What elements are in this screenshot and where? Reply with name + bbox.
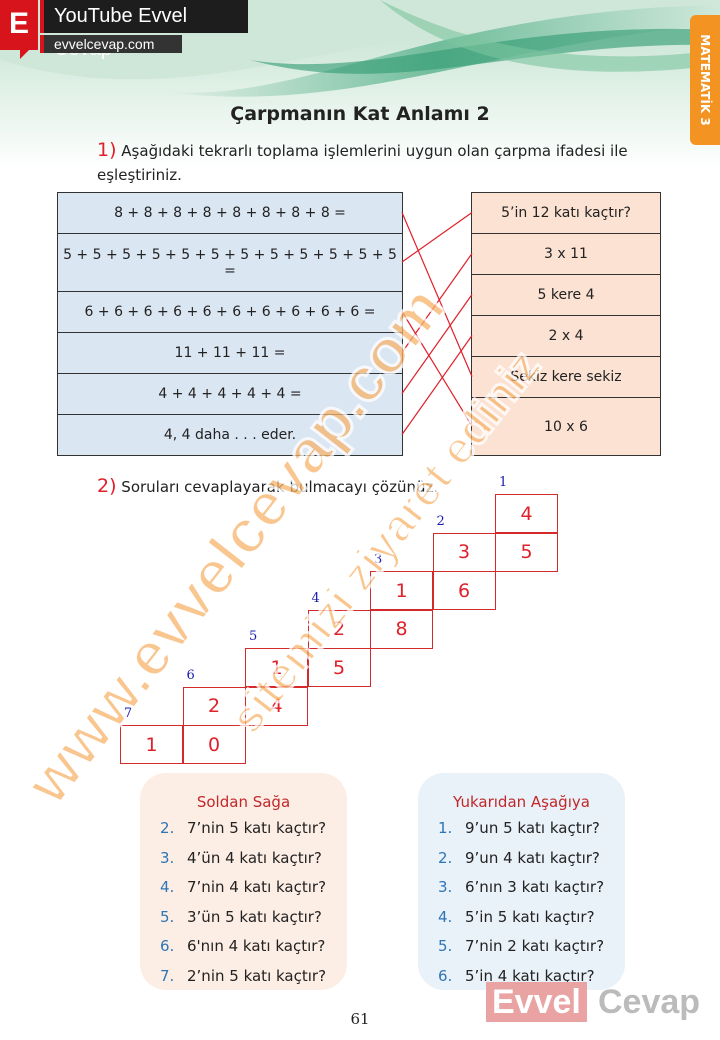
clue-item: 4. 5’in 5 katı kaçtır? xyxy=(418,908,625,938)
question-number: 2) xyxy=(97,475,117,497)
crossword-cell: 6 xyxy=(432,571,496,610)
clue-text: 6'nın 4 katı kaçtır? xyxy=(187,937,326,955)
clue-text: 7’nin 4 katı kaçtır? xyxy=(187,878,327,896)
across-clues: Soldan Sağa 2. 7’nin 5 katı kaçtır? 3. 4’ün… xyxy=(140,773,347,990)
clue-number: 1. xyxy=(438,819,453,837)
clue-number: 5. xyxy=(160,907,175,926)
match-line xyxy=(401,253,473,353)
clue-text: 7’nin 2 katı kaçtır? xyxy=(465,937,605,955)
addition-box: 8 + 8 + 8 + 8 + 8 + 8 + 8 + 8 = xyxy=(57,192,403,234)
crossword-cell: 0 xyxy=(182,725,246,764)
site-url: evvelcevap.com xyxy=(40,35,182,53)
crossword-cell: 5 xyxy=(495,532,558,572)
addition-box: 6 + 6 + 6 + 6 + 6 + 6 + 6 + 6 + 6 + 6 = xyxy=(57,291,403,333)
clue-number: 2. xyxy=(438,848,453,867)
clue-text: 9’un 5 katı kaçtır? xyxy=(465,819,600,837)
page-title: Çarpmanın Kat Anlamı 2 xyxy=(230,103,490,125)
multiplication-box: 3 x 11 xyxy=(471,233,661,275)
multiplication-box: 2 x 4 xyxy=(471,315,661,357)
addition-box: 5 + 5 + 5 + 5 + 5 + 5 + 5 + 5 + 5 + 5 + … xyxy=(57,233,403,292)
question-text: Aşağıdaki tekrarlı toplama işlemlerini u… xyxy=(97,142,628,184)
clue-item: 7. 2’nin 5 katı kaçtır? xyxy=(140,967,347,997)
clue-text: 9’un 4 katı kaçtır? xyxy=(465,848,600,867)
clue-text: 5’in 5 katı kaçtır? xyxy=(465,907,595,926)
question-text: Soruları cevaplayarak bulmacayı çözünüz. xyxy=(121,478,439,496)
clue-number: 6. xyxy=(160,937,175,955)
clue-item: 3. 4’ün 4 katı kaçtır? xyxy=(140,849,347,879)
down-title: Yukarıdan Aşağıya xyxy=(453,793,590,811)
clue-item: 5. 3’ün 5 katı kaçtır? xyxy=(140,908,347,938)
question-number: 1) xyxy=(97,139,117,161)
clue-number: 7. xyxy=(160,966,175,985)
match-line xyxy=(401,212,473,263)
clue-item: 1. 9’un 5 katı kaçtır? xyxy=(418,819,625,849)
clue-number: 4. xyxy=(160,878,175,896)
clue-item: 6. 6'nın 4 katı kaçtır? xyxy=(140,937,347,967)
crossword-cell: 8 xyxy=(370,609,433,649)
clue-text: 3’ün 5 katı kaçtır? xyxy=(187,907,322,926)
clue-number: 5. xyxy=(438,937,453,955)
clue-number: 4 xyxy=(311,590,320,606)
crossword-cell: 3 xyxy=(432,532,496,572)
addition-box: 4, 4 daha . . . eder. xyxy=(57,414,403,456)
match-line xyxy=(401,335,473,435)
addition-box: 11 + 11 + 11 = xyxy=(57,332,403,374)
clue-text: 2’nin 5 katı kaçtır? xyxy=(187,966,327,985)
crossword-cell: 4 xyxy=(495,494,558,533)
clue-number: 3. xyxy=(438,878,453,896)
clue-number: 2. xyxy=(160,819,175,837)
multiplication-box: 10 x 6 xyxy=(471,397,661,456)
crossword-cell: 5 xyxy=(307,648,371,687)
down-clues: Yukarıdan Aşağıya 1. 9’un 5 katı kaçtır? 2… xyxy=(418,773,625,990)
header-wave-decoration xyxy=(0,0,720,170)
clue-text: 7’nin 5 katı kaçtır? xyxy=(187,819,327,837)
clue-item: 3. 6’nın 3 katı kaçtır? xyxy=(418,878,625,908)
clue-text: 4’ün 4 katı kaçtır? xyxy=(187,848,322,867)
clue-number: 3 xyxy=(374,552,383,567)
clue-item: 4. 7’nin 4 katı kaçtır? xyxy=(140,878,347,908)
footer-logo-evvel: Evvel xyxy=(486,982,587,1022)
clue-number: 6 xyxy=(186,667,195,683)
match-line xyxy=(401,212,473,377)
crossword-cell: 4 xyxy=(245,686,308,726)
clue-text: 5’in 4 katı kaçtır? xyxy=(465,966,595,985)
clue-number: 2 xyxy=(436,513,445,529)
question-2: 2) Soruları cevaplayarak bulmacayı çözün… xyxy=(97,474,438,499)
across-title: Soldan Sağa xyxy=(196,793,291,811)
clue-number: 6. xyxy=(438,966,453,985)
clue-number: 7 xyxy=(124,706,133,721)
clue-item: 2. 9’un 4 katı kaçtır? xyxy=(418,849,625,879)
multiplication-box: 5’in 12 katı kaçtır? xyxy=(471,192,661,234)
clue-number: 1 xyxy=(499,475,508,490)
multiplication-box: Sekiz kere sekiz xyxy=(471,356,661,398)
match-line xyxy=(401,294,473,394)
subject-tab: MATEMATİK 3 xyxy=(690,15,720,145)
clue-item: 6. 5’in 4 katı kaçtır? xyxy=(418,967,625,997)
clue-number: 3. xyxy=(160,848,175,867)
match-line xyxy=(401,311,473,427)
clue-number: 4. xyxy=(438,907,453,926)
question-1: 1) Aşağıdaki tekrarlı toplama işlemlerin… xyxy=(97,138,657,187)
clue-number: 5 xyxy=(249,629,258,644)
footer-logo-cevap: Cevap xyxy=(598,983,701,1021)
page-number: 61 xyxy=(350,1010,370,1028)
matching-lines xyxy=(401,212,473,435)
clue-text: 6’nın 3 katı kaçtır? xyxy=(465,878,605,896)
clue-item: 5. 7’nin 2 katı kaçtır? xyxy=(418,937,625,967)
clue-item: 2. 7’nin 5 katı kaçtır? xyxy=(140,819,347,849)
logo-e: E xyxy=(0,0,38,59)
